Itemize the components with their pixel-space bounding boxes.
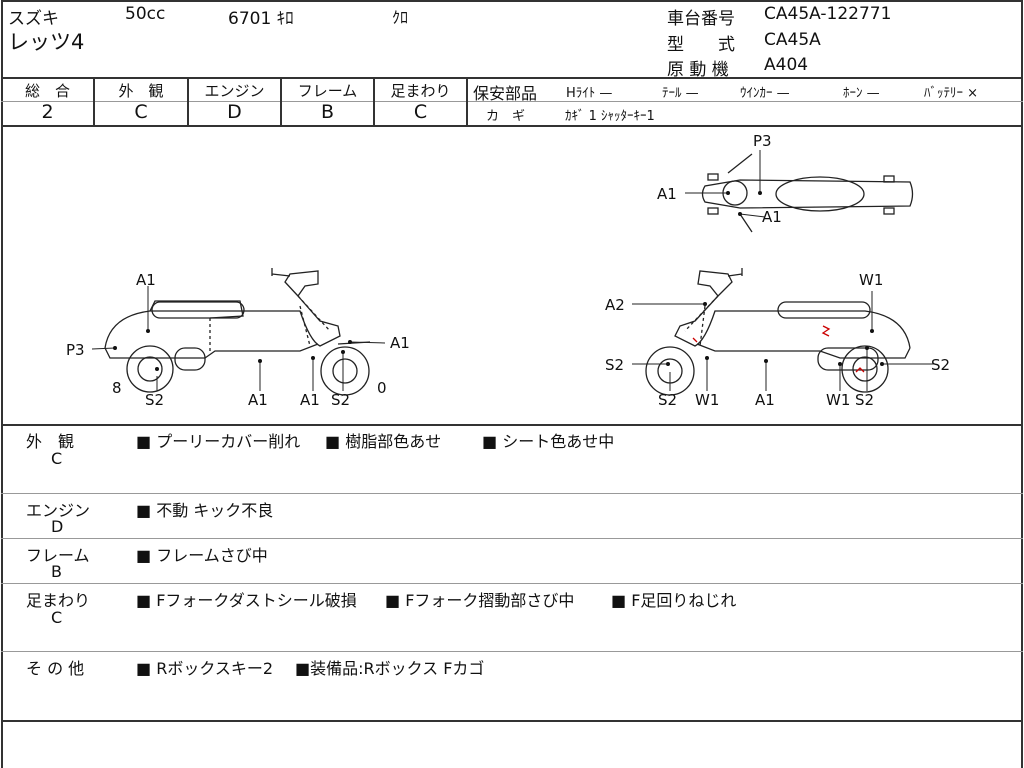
safety-horn: ﾎｰﾝ —	[843, 86, 880, 101]
score-label-frame: フレーム	[297, 82, 358, 100]
key-label: カ ギ	[486, 109, 526, 124]
score-label-suspension: 足まわり	[390, 82, 451, 100]
safety-winker: ｳｲﾝｶｰ —	[740, 86, 790, 101]
safety-tail: ﾃｰﾙ —	[662, 86, 699, 101]
displacement: 50cc	[125, 4, 166, 24]
model-name: レッツ4	[8, 30, 85, 54]
score-label-exterior: 外 観	[118, 82, 164, 100]
diagram-label: W1	[859, 271, 883, 289]
type-label: 型 式	[667, 35, 735, 55]
diagram-label: A1	[300, 391, 320, 409]
diagram-label: A1	[657, 185, 677, 203]
divider	[1, 720, 1023, 722]
divider	[373, 78, 375, 126]
remark-item: ■ Fフォーク摺動部さび中	[385, 591, 575, 610]
scooter-left-side-view	[104, 268, 371, 396]
divider	[1, 125, 1023, 127]
diagram-label: 8	[112, 379, 122, 397]
diagram-label: S2	[855, 391, 874, 409]
remark-label-other: そ の 他	[26, 659, 85, 678]
safety-label: 保安部品	[473, 84, 538, 103]
diagram-label: A2	[605, 296, 625, 314]
diagram-label: A1	[755, 391, 775, 409]
remark-grade-suspension: C	[51, 608, 63, 627]
score-label-overall: 総 合	[24, 82, 70, 100]
remark-item: ■ 樹脂部色あせ	[325, 432, 442, 451]
diagram-label: S2	[605, 356, 624, 374]
remark-item: ■ 不動 キック不良	[136, 501, 274, 520]
divider	[1, 538, 1023, 539]
score-suspension: C	[413, 101, 428, 123]
remark-label-exterior: 外 観	[26, 432, 75, 451]
divider	[466, 78, 468, 126]
diagram-label: S2	[931, 356, 950, 374]
remark-item: ■ Fフォークダストシール破損	[136, 591, 357, 610]
safety-battery: ﾊﾞｯﾃﾘｰ ×	[924, 86, 979, 101]
safety-headlight: Hﾗｲﾄ —	[566, 86, 613, 101]
diagram-label: 0	[377, 379, 387, 397]
diagram-label: P3	[66, 341, 85, 359]
divider	[1, 583, 1023, 584]
chassis-number: CA45A-122771	[764, 4, 892, 24]
diagram-label: W1	[695, 391, 719, 409]
engine-label: 原 動 機	[667, 60, 729, 80]
remark-label-frame: フレーム	[26, 546, 90, 565]
remark-item: ■ プーリーカバー削れ	[136, 432, 301, 451]
score-engine: D	[227, 101, 242, 123]
remark-item: ■ Rボックスキー2	[136, 659, 274, 678]
remark-grade-frame: B	[51, 562, 62, 581]
score-label-engine: エンジン	[204, 82, 265, 100]
color: ｸﾛ	[392, 8, 409, 27]
diagram-label: S2	[145, 391, 164, 409]
damage-mark	[692, 325, 865, 373]
type-value: CA45A	[764, 30, 821, 50]
maker: スズキ	[8, 9, 59, 29]
mileage: 6701 ｷﾛ	[228, 9, 294, 29]
remark-item: ■装備品:Rボックス Fカゴ	[295, 659, 485, 678]
score-frame: B	[320, 101, 335, 123]
remark-item: ■ シート色あせ中	[482, 432, 615, 451]
diagram-label: A1	[136, 271, 156, 289]
divider	[1, 77, 1023, 79]
remark-label-engine: エンジン	[26, 501, 91, 520]
diagram-label: P3	[753, 132, 772, 150]
remark-grade-engine: D	[51, 517, 64, 536]
divider	[1, 101, 467, 102]
remark-grade-exterior: C	[51, 449, 63, 468]
score-exterior: C	[134, 101, 148, 123]
divider	[1, 493, 1023, 494]
diagram-label: W1	[826, 391, 850, 409]
diagram-label: S2	[331, 391, 350, 409]
divider	[280, 78, 282, 126]
remark-item: ■ F足回りねじれ	[611, 591, 737, 610]
scooter-right-side-view	[645, 268, 911, 396]
divider	[467, 101, 1023, 102]
damage-diagram: A1 P3 A1 8 S2 A1 A1 S2 0 P3 A1 A1 A2 W1 …	[66, 132, 950, 409]
remark-label-suspension: 足まわり	[26, 591, 91, 610]
divider	[1, 424, 1023, 426]
divider	[93, 78, 95, 126]
diagram-label: A1	[248, 391, 268, 409]
diagram-label: A1	[762, 208, 782, 226]
diagram-label: S2	[658, 391, 677, 409]
divider	[1, 651, 1023, 652]
chassis-label: 車台番号	[667, 9, 735, 29]
score-overall: 2	[41, 101, 54, 123]
engine-value: A404	[764, 55, 809, 75]
remark-item: ■ フレームさび中	[136, 546, 268, 565]
diagram-label: A1	[390, 334, 410, 352]
scooter-top-view	[701, 153, 914, 233]
key-value: ｶｷﾞ 1 ｼｬｯﾀｰｷｰ1	[565, 109, 655, 124]
divider	[187, 78, 189, 126]
